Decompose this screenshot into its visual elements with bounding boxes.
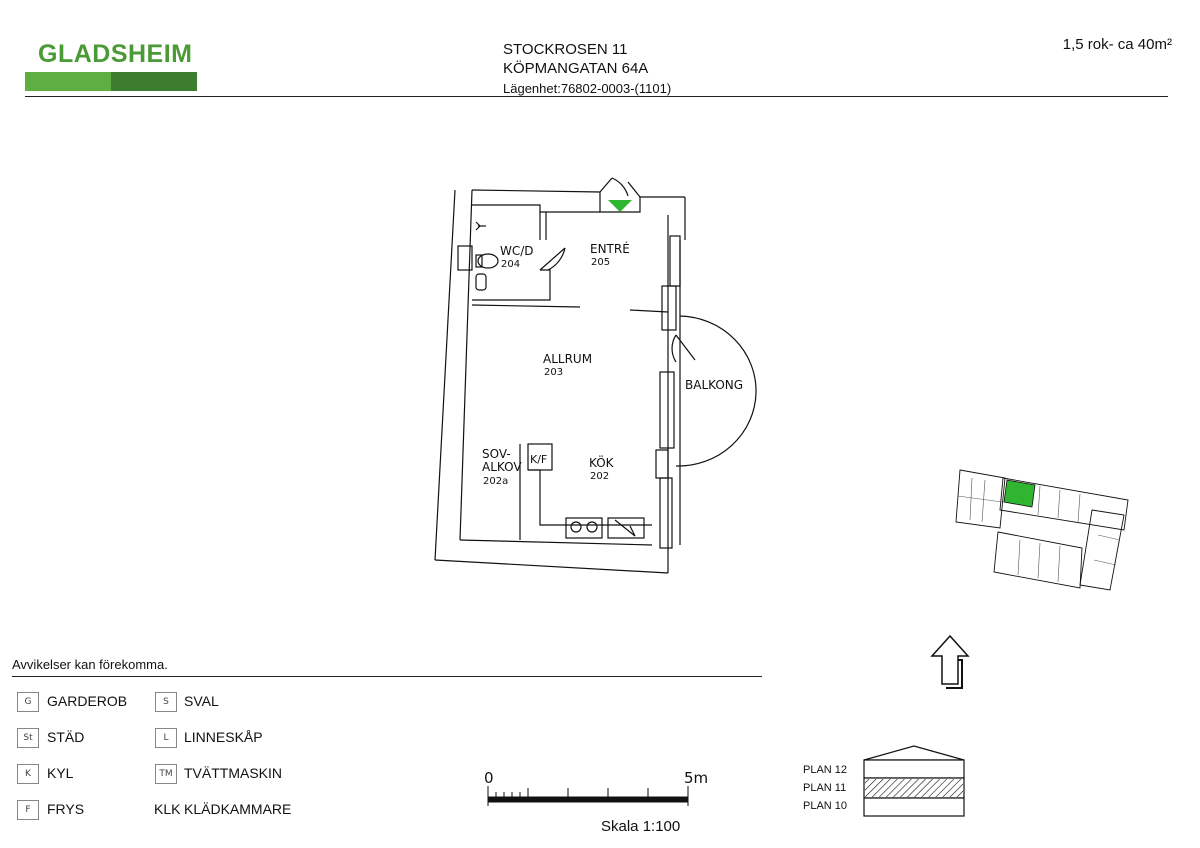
legend-label: KLÄDKAMMARE bbox=[184, 801, 292, 817]
legend-label: SVAL bbox=[184, 693, 219, 709]
room-label: WC/D bbox=[500, 244, 534, 258]
current-floor-hatch bbox=[865, 779, 963, 797]
legend-code: TM bbox=[155, 764, 177, 784]
header-divider bbox=[25, 96, 1168, 97]
room-label: ENTRÉ bbox=[590, 241, 630, 256]
legend-label: FRYS bbox=[47, 801, 85, 817]
legend-code-klk: KLK bbox=[154, 801, 181, 817]
balcony-outline bbox=[675, 315, 757, 467]
room-number: 202 bbox=[590, 471, 609, 482]
entrance-marker bbox=[608, 200, 632, 212]
legend-code: K bbox=[17, 764, 39, 784]
key-plan bbox=[955, 469, 1129, 591]
top-wall bbox=[471, 189, 685, 213]
legend-label: GARDEROB bbox=[47, 693, 128, 709]
left-wall-outer bbox=[434, 189, 456, 561]
stove bbox=[565, 517, 603, 539]
logo-bar-dark bbox=[111, 72, 197, 91]
legend-label: TVÄTTMASKIN bbox=[184, 765, 283, 781]
floor-label: PLAN 12 bbox=[803, 764, 848, 776]
room-label: SOV- bbox=[482, 447, 511, 461]
room-label: KÖK bbox=[589, 454, 615, 470]
floor-label: PLAN 10 bbox=[803, 800, 848, 812]
legend-label: KYL bbox=[47, 765, 74, 781]
north-arrow-icon bbox=[930, 634, 970, 689]
room-label: ALLRUM bbox=[543, 352, 592, 366]
room-number: 205 bbox=[591, 257, 610, 268]
street-address: KÖPMANGATAN 64A bbox=[503, 60, 649, 77]
legend-code: S bbox=[155, 692, 177, 712]
legend-code: F bbox=[17, 800, 39, 820]
sink bbox=[607, 517, 645, 539]
disclaimer: Avvikelser kan förekomma. bbox=[12, 657, 168, 672]
logo-text: GLADSHEIM bbox=[38, 40, 193, 68]
legend-label: STÄD bbox=[47, 729, 85, 745]
scale-start: 0 bbox=[484, 769, 494, 787]
logo-bar-light bbox=[25, 72, 111, 91]
note-divider bbox=[12, 676, 762, 677]
legend-code: L bbox=[155, 728, 177, 748]
room-number: 203 bbox=[544, 367, 563, 378]
floor-label: PLAN 11 bbox=[803, 782, 847, 794]
scale-label: Skala 1:100 bbox=[601, 818, 681, 835]
room-label: BALKONG bbox=[685, 378, 743, 392]
room-number: 202a bbox=[483, 476, 508, 487]
legend-code: G bbox=[17, 692, 39, 712]
legend-label: LINNESKÅP bbox=[184, 729, 263, 745]
kf-label: K/F bbox=[530, 453, 547, 466]
apartment-id: Lägenhet:76802-0003-(1101) bbox=[503, 81, 672, 96]
apartment-highlight bbox=[1003, 479, 1036, 508]
room-label: ALKOV bbox=[482, 460, 522, 474]
property-name: STOCKROSEN 11 bbox=[503, 41, 628, 58]
wc-wall bbox=[472, 269, 551, 301]
scale-bar bbox=[487, 786, 689, 806]
bottom-wall bbox=[434, 559, 669, 574]
legend-code: St bbox=[17, 728, 39, 748]
apartment-size: 1,5 rok- ca 40m² bbox=[1062, 36, 1172, 53]
scale-end: 5m bbox=[684, 769, 708, 787]
room-number: 204 bbox=[501, 259, 520, 270]
